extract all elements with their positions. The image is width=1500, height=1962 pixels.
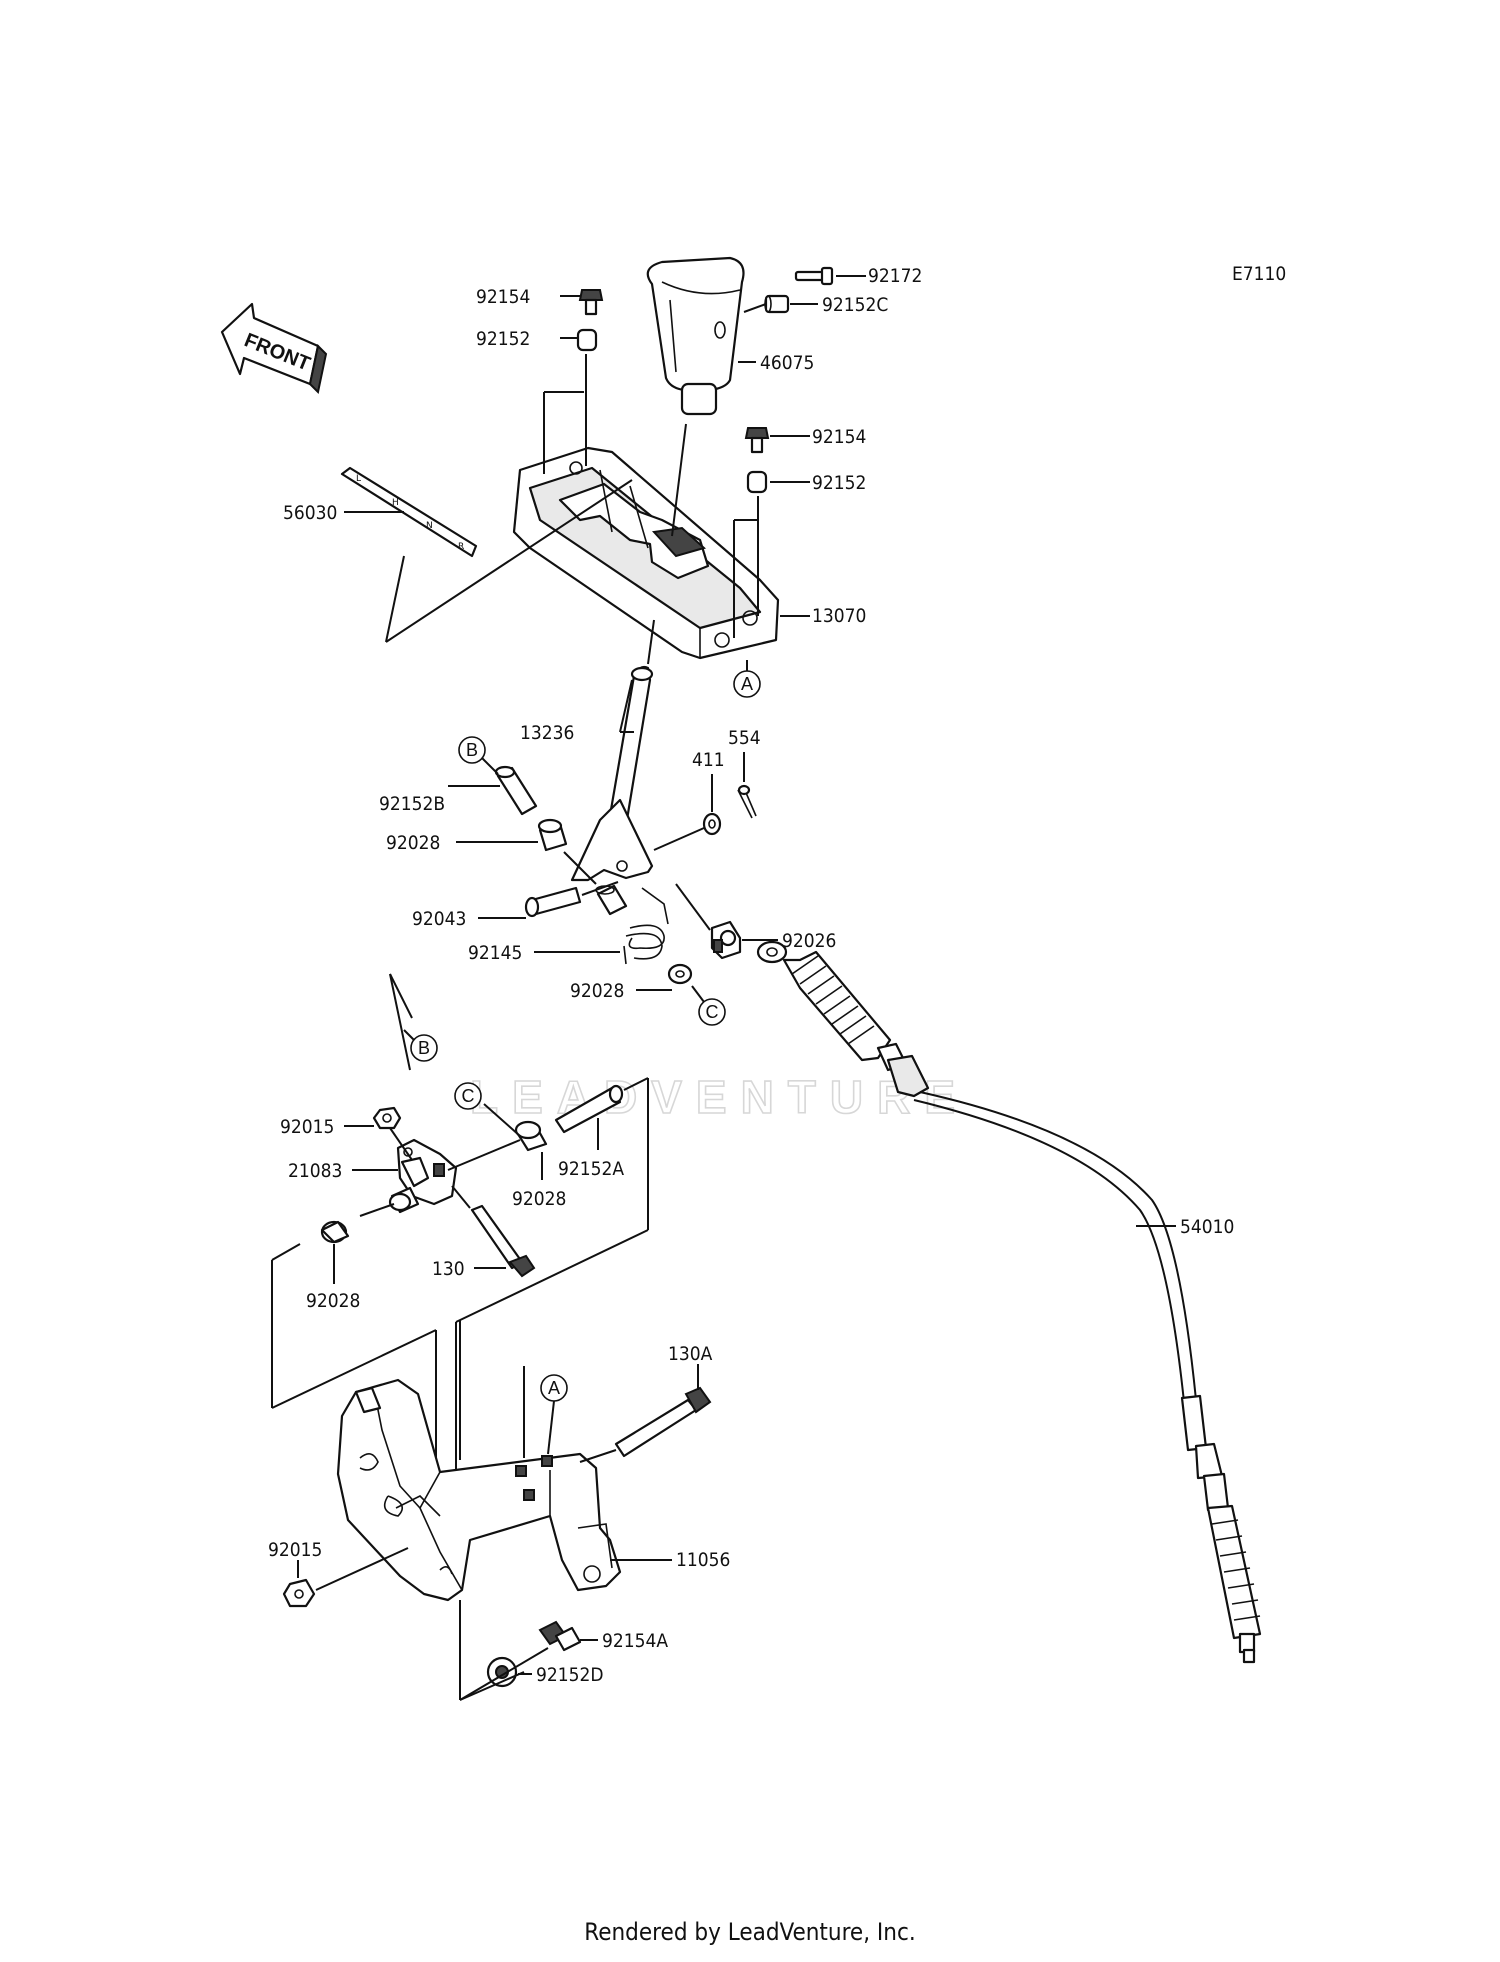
footer-credit: Rendered by LeadVenture, Inc. bbox=[584, 1918, 916, 1946]
shift-guide-13070 bbox=[512, 446, 780, 660]
bushing-92152B bbox=[494, 765, 538, 816]
callout-b-bottom: B bbox=[410, 1034, 438, 1062]
cotter-pin-554 bbox=[737, 784, 757, 819]
collar-92152-right bbox=[746, 470, 768, 494]
joint-92026 bbox=[710, 920, 742, 960]
label-92028-c: 92028 bbox=[512, 1188, 566, 1210]
svg-text:C: C bbox=[706, 1002, 719, 1022]
nut-92015-top bbox=[372, 1106, 402, 1130]
label-11056: 11056 bbox=[676, 1549, 730, 1571]
label-92152A: 92152A bbox=[558, 1158, 624, 1180]
label-92015-top: 92015 bbox=[280, 1116, 334, 1138]
collar-92028-c bbox=[514, 1120, 548, 1152]
label-92152-right: 92152 bbox=[812, 472, 866, 494]
pin-92043 bbox=[524, 886, 582, 918]
bolt-130A bbox=[614, 1386, 712, 1458]
label-92152-top: 92152 bbox=[476, 328, 530, 350]
svg-text:N: N bbox=[426, 521, 433, 531]
label-92172: 92172 bbox=[868, 265, 922, 287]
bushing-92152A bbox=[554, 1084, 624, 1134]
callout-c-top: C bbox=[698, 998, 726, 1026]
label-92015-bottom: 92015 bbox=[268, 1539, 322, 1561]
diagram-code: E7110 bbox=[1232, 263, 1286, 285]
collar-92028-a bbox=[537, 818, 568, 852]
label-92154-right: 92154 bbox=[812, 426, 866, 448]
callout-a-top: A bbox=[733, 670, 761, 698]
svg-text:L: L bbox=[356, 474, 361, 484]
bushing-lever bbox=[595, 884, 628, 916]
label-92154A: 92154A bbox=[602, 1630, 668, 1652]
label-13236: 13236 bbox=[520, 722, 574, 744]
bolt-92154-right bbox=[744, 427, 770, 454]
bracket-21083 bbox=[396, 1138, 458, 1206]
label-130: 130 bbox=[432, 1258, 465, 1280]
cable-54010 bbox=[756, 940, 1262, 1664]
callout-a-bottom: A bbox=[540, 1374, 568, 1402]
screw-92172 bbox=[794, 266, 834, 286]
svg-text:H: H bbox=[392, 498, 399, 508]
label-411: 411 bbox=[692, 749, 725, 771]
svg-text:R: R bbox=[458, 542, 464, 552]
svg-text:A: A bbox=[741, 674, 753, 694]
callout-c-bottom: C bbox=[454, 1082, 482, 1110]
watermark: LEADVENTURE bbox=[470, 1071, 969, 1123]
shift-knob-46075 bbox=[646, 256, 745, 416]
svg-text:B: B bbox=[466, 740, 478, 760]
label-92152B: 92152B bbox=[379, 793, 445, 815]
spring-92145 bbox=[623, 887, 669, 965]
label-92152D: 92152D bbox=[536, 1664, 604, 1686]
label-92026: 92026 bbox=[782, 930, 836, 952]
nut-92015-bottom bbox=[282, 1578, 316, 1608]
label-92028-a: 92028 bbox=[386, 832, 440, 854]
label-56030: 56030 bbox=[283, 502, 337, 524]
label-92043: 92043 bbox=[412, 908, 466, 930]
label-92145: 92145 bbox=[468, 942, 522, 964]
label-56030: L H N R bbox=[340, 466, 478, 558]
front-arrow-icon: FRONT bbox=[220, 302, 328, 395]
collar-92028-d bbox=[320, 1220, 350, 1244]
callout-b-top: B bbox=[458, 736, 486, 764]
label-21083: 21083 bbox=[288, 1160, 342, 1182]
label-130A: 130A bbox=[668, 1343, 713, 1365]
label-554: 554 bbox=[728, 727, 761, 749]
collar-92152-top bbox=[576, 328, 598, 352]
label-92028-b: 92028 bbox=[570, 980, 624, 1002]
label-92154-top: 92154 bbox=[476, 286, 530, 308]
collar-92152C bbox=[764, 294, 790, 314]
collar-92028-b bbox=[667, 963, 693, 985]
washer-411 bbox=[702, 812, 722, 836]
bushing-bracket-lower bbox=[388, 1186, 420, 1214]
label-13070: 13070 bbox=[812, 605, 866, 627]
bolt-92154A bbox=[538, 1620, 582, 1652]
svg-text:C: C bbox=[462, 1086, 475, 1106]
bracket-11056 bbox=[336, 1378, 622, 1602]
shift-lever-13236 bbox=[570, 665, 654, 882]
label-54010: 54010 bbox=[1180, 1216, 1234, 1238]
label-92028-d: 92028 bbox=[306, 1290, 360, 1312]
bolt-92154-top bbox=[578, 289, 604, 316]
bolt-130 bbox=[470, 1204, 536, 1278]
svg-text:A: A bbox=[548, 1378, 560, 1398]
svg-text:B: B bbox=[418, 1038, 430, 1058]
label-46075: 46075 bbox=[760, 352, 814, 374]
label-92152C: 92152C bbox=[822, 294, 888, 316]
